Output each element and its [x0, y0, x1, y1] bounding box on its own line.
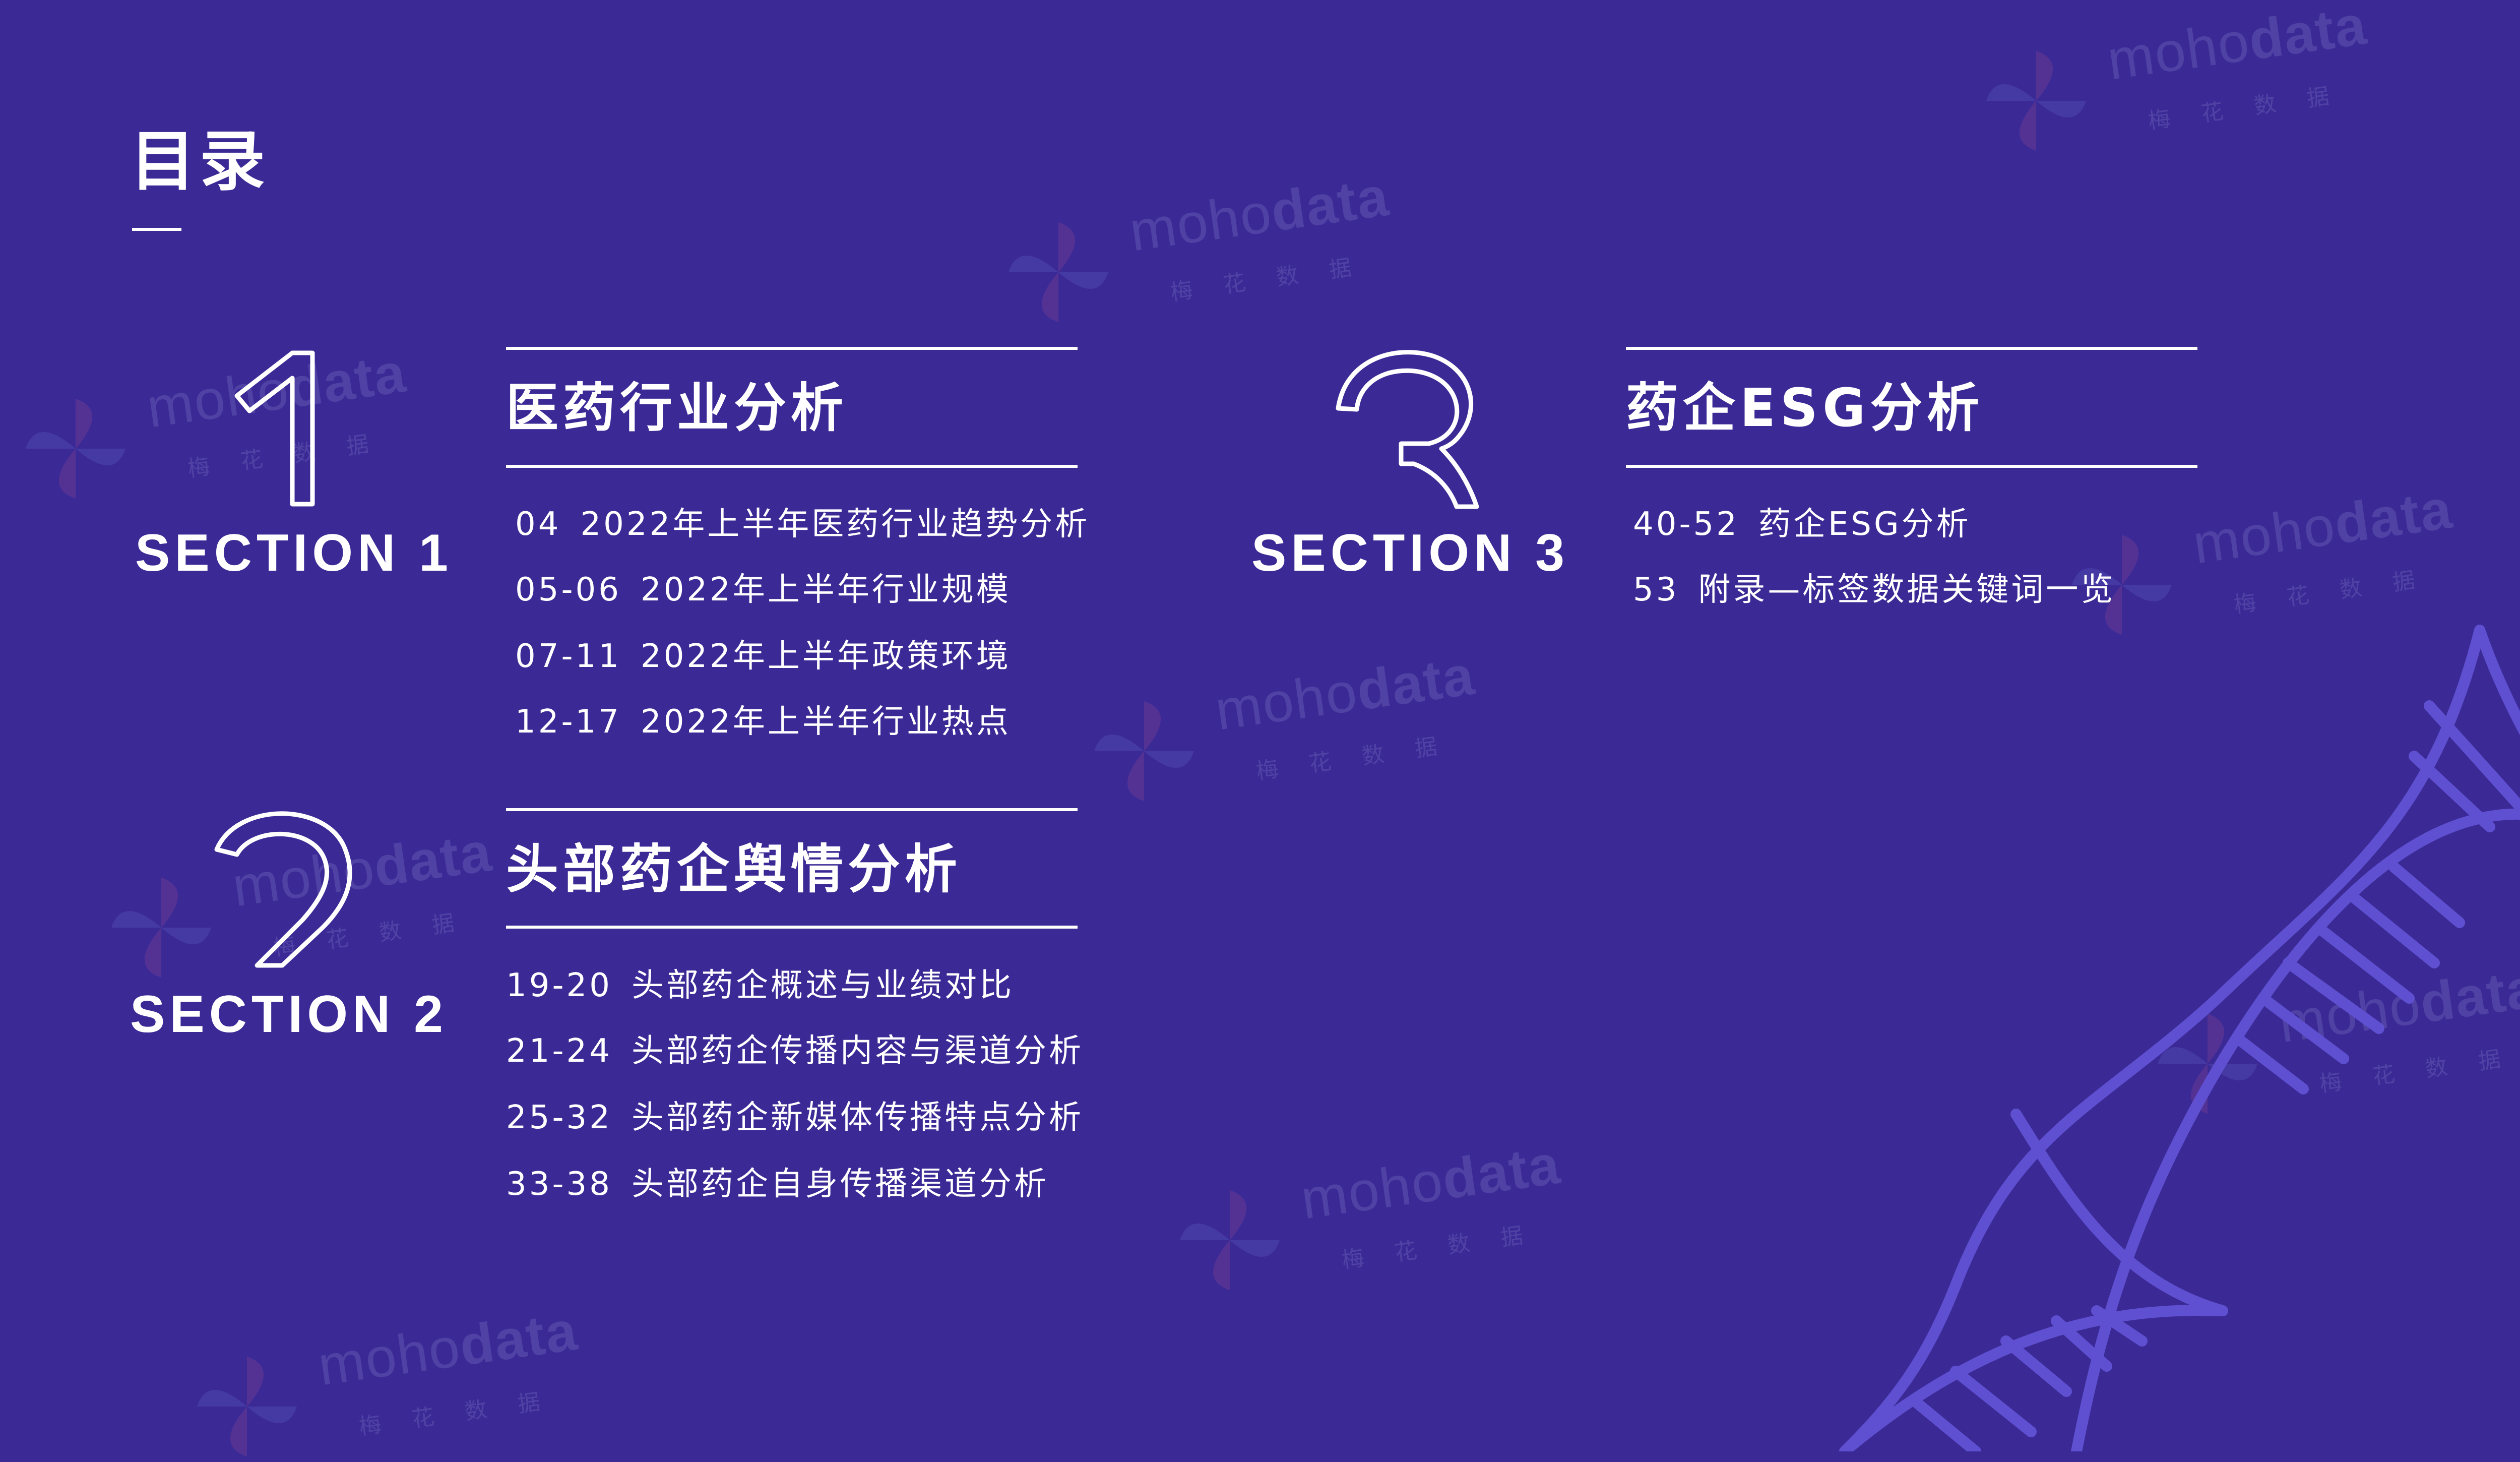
toc-item-text: 头部药企自身传播渠道分析 [631, 1166, 1049, 1203]
toc-item-pages: 53 [1633, 571, 1679, 608]
section-2-rule-bottom [506, 926, 1078, 929]
section-3-label: SECTION 3 [1251, 524, 1569, 582]
toc-item-pages: 21-24 [506, 1032, 612, 1070]
section-2-numeral [214, 811, 352, 968]
pinwheel-logo-icon [1009, 222, 1108, 322]
toc-item-pages: 25-32 [506, 1099, 612, 1136]
section-2-title[interactable]: 头部药企舆情分析 [506, 838, 962, 900]
toc-item-text: 头部药企概述与业绩对比 [631, 967, 1014, 1004]
toc-item[interactable]: 53 附录—标签数据关键词一览 [1633, 574, 2115, 606]
pinwheel-logo-icon [1094, 701, 1194, 801]
toc-item[interactable]: 12-17 2022年上半年行业热点 [515, 706, 1011, 738]
dna-helix-icon [1839, 625, 2520, 1451]
toc-item-text: 头部药企新媒体传播特点分析 [631, 1099, 1084, 1136]
toc-item[interactable]: 33-38 头部药企自身传播渠道分析 [506, 1168, 1049, 1200]
toc-item-text: 2022年上半年政策环境 [640, 638, 1011, 675]
toc-item-text: 2022年上半年医药行业趋势分析 [580, 506, 1090, 543]
toc-item-pages: 07-11 [515, 638, 621, 675]
toc-item-pages: 12-17 [515, 703, 621, 741]
toc-item-text: 头部药企传播内容与渠道分析 [631, 1032, 1084, 1070]
toc-item-pages: 04 [515, 506, 561, 543]
pinwheel-logo-icon [1180, 1190, 1280, 1290]
section-1-rule-top [506, 347, 1078, 350]
toc-item[interactable]: 04 2022年上半年医药行业趋势分析 [515, 508, 1090, 540]
toc-item-text: 2022年上半年行业热点 [640, 703, 1011, 741]
toc-item[interactable]: 40-52 药企ESG分析 [1633, 508, 1971, 540]
page-title: 目录 [130, 123, 270, 200]
section-1-label: SECTION 1 [135, 524, 453, 582]
section-2-label: SECTION 2 [130, 985, 448, 1044]
toc-item-pages: 40-52 [1633, 506, 1739, 543]
toc-item-pages: 33-38 [506, 1166, 612, 1203]
section-3-rule-top [1626, 347, 2197, 350]
pinwheel-logo-icon [26, 399, 125, 499]
pinwheel-logo-icon [1986, 51, 2086, 151]
section-3-numeral [1336, 350, 1479, 509]
pinwheel-logo-icon [197, 1357, 297, 1456]
toc-item-pages: 05-06 [515, 571, 621, 608]
section-1-numeral [234, 350, 315, 507]
toc-item[interactable]: 19-20 头部药企概述与业绩对比 [506, 969, 1014, 1002]
toc-item-text: 2022年上半年行业规模 [640, 571, 1011, 608]
toc-item-pages: 19-20 [506, 967, 612, 1004]
pinwheel-logo-icon [111, 878, 211, 978]
toc-item-text: 附录—标签数据关键词一览 [1698, 571, 2116, 608]
toc-item[interactable]: 07-11 2022年上半年政策环境 [515, 640, 1011, 673]
toc-item[interactable]: 21-24 头部药企传播内容与渠道分析 [506, 1035, 1084, 1067]
toc-item-text: 药企ESG分析 [1758, 506, 1971, 543]
toc-item[interactable]: 05-06 2022年上半年行业规模 [515, 574, 1011, 606]
section-1-rule-bottom [506, 465, 1078, 468]
section-3-rule-bottom [1626, 465, 2197, 468]
toc-item[interactable]: 25-32 头部药企新媒体传播特点分析 [506, 1102, 1084, 1134]
section-3-title[interactable]: 药企ESG分析 [1626, 377, 1984, 439]
section-1-title[interactable]: 医药行业分析 [506, 377, 848, 439]
section-2-rule-top [506, 808, 1078, 811]
title-underline [132, 228, 181, 231]
